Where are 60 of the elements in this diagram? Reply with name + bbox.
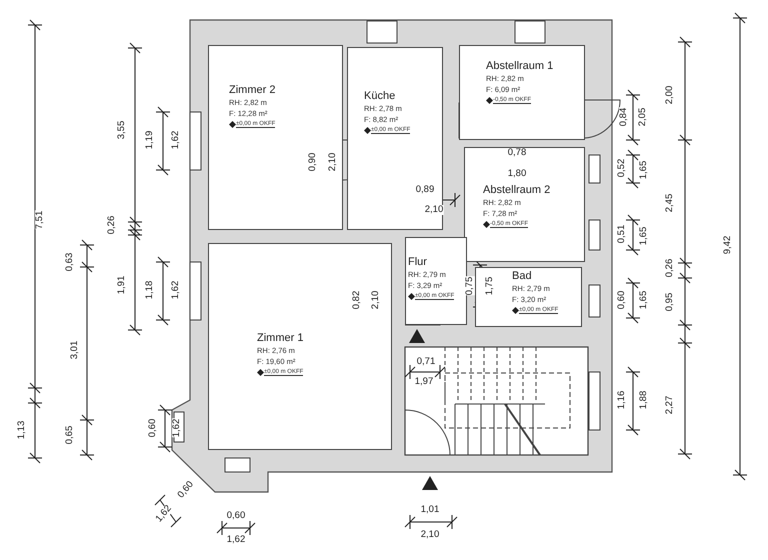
dimension-value: 0,65 [65,426,75,444]
dimension-value: 0,60 [617,290,627,310]
dimension-value: 1,13 [17,420,27,440]
dimension-value: 0,26 [107,216,117,234]
dimension-value: 1,62 [226,535,246,545]
dimension-value: 0,90 [308,152,318,172]
room-name: Küche [364,90,396,102]
dimension-value: 1,16 [617,390,627,410]
dimension-value: 1,18 [145,280,155,300]
room-area-box [208,243,392,450]
dimension-value: 1,65 [639,290,649,310]
room-name: Zimmer 2 [229,84,276,96]
dimension-value: 1,65 [639,226,649,246]
dimension-value: 0,63 [65,252,75,272]
room-area-box [405,237,467,325]
dimension-value: 2,10 [424,205,444,215]
room-name: Flur [408,256,428,268]
dimension-value: 0,60 [226,511,246,521]
dimension-value: 0,51 [617,224,627,244]
dimension-value: 0,52 [617,158,627,178]
dimension-value: 2,27 [665,396,675,414]
dimension-value: 9,42 [723,236,733,254]
room-name: Abstellraum 2 [483,184,550,196]
dimension-value: 1,91 [117,276,127,294]
dimension-value: 1,62 [171,280,181,300]
dimension-value: 1,19 [145,130,155,150]
dimension-value: 1,75 [485,276,495,296]
dimension-value: 7,51 [35,210,45,230]
room-name: Zimmer 1 [257,332,304,344]
room-name: Bad [512,270,533,282]
dimension-value: 1,97 [414,377,434,387]
dimension-value: 1,88 [639,390,649,410]
dimension-value: 0,71 [416,357,436,367]
dimension-value: 0,75 [465,276,475,296]
dimension-value: 0,89 [416,185,434,195]
dimension-value: 0,78 [508,148,526,158]
room-area-box [459,45,585,140]
dimension-value: 2,10 [371,290,381,310]
dimension-value: 0,26 [665,258,675,278]
dimension-value: 2,10 [328,152,338,172]
room-area-box [464,147,585,262]
dimension-value: 3,55 [117,120,127,140]
dimension-value: 0,60 [148,418,158,438]
room-area-box [475,267,582,327]
dimension-value: 0,82 [352,290,362,310]
room-name: Abstellraum 1 [486,60,554,72]
dimension-value: 1,62 [171,130,181,150]
dimension-value: 2,45 [665,194,675,212]
room-area-box [208,45,343,230]
dimension-value: 3,01 [70,340,80,360]
dimension-value: 2,10 [420,530,440,540]
dimension-value: 1,01 [420,505,440,515]
dimension-value: 2,00 [665,86,675,104]
dimension-value: 2,05 [638,108,648,126]
dimension-value: 0,95 [665,292,675,312]
dimension-value: 0,84 [619,108,629,126]
dimension-value: 1,80 [508,169,526,179]
room-area-box [347,47,443,230]
dimension-value: 1,65 [639,160,649,180]
dimension-value: 1,62 [172,418,182,438]
